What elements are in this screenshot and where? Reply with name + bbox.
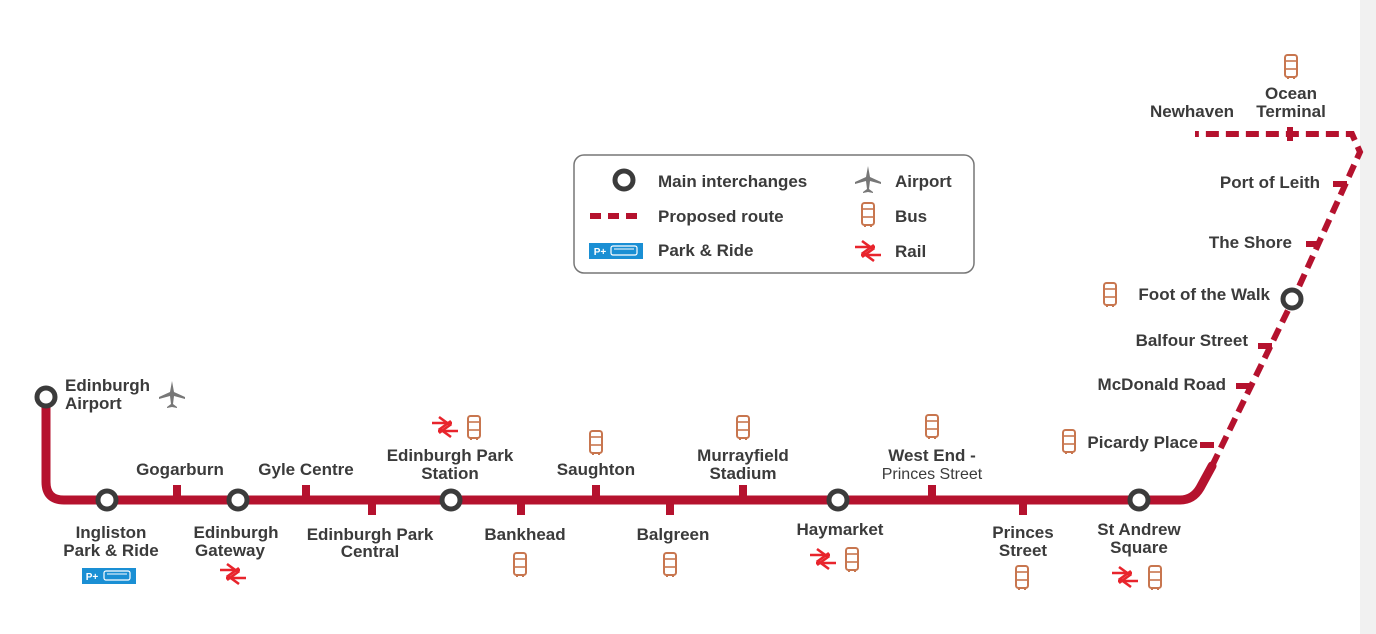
interchange-foot-of-the-walk [1283, 290, 1301, 308]
bus-icon [467, 415, 481, 441]
stop-label-edinburgh-airport-1: Edinburgh [65, 376, 150, 395]
stop-label-edinburgh-airport-2: Airport [65, 394, 122, 413]
svg-text:P+: P+ [594, 247, 607, 258]
stop-label-ingliston-1: Ingliston [76, 523, 147, 542]
stop-label-gogarburn: Gogarburn [136, 460, 224, 479]
stop-label-edinburgh-park-central-2: Central [341, 542, 400, 561]
bus-icon [1103, 282, 1117, 308]
bus-icon [663, 552, 677, 578]
stop-label-murrayfield-2: Stadium [709, 464, 776, 483]
rail-icon [218, 562, 248, 586]
stop-label-the-shore: The Shore [1209, 233, 1292, 252]
interchange-st-andrew-square [1130, 491, 1148, 509]
stop-label-newhaven: Newhaven [1150, 102, 1234, 121]
stop-label-saughton: Saughton [557, 460, 635, 479]
legend-park-and-ride-icon: P+ [588, 242, 644, 260]
legend-proposed-route: Proposed route [658, 207, 784, 226]
stop-label-gyle-centre: Gyle Centre [258, 460, 353, 479]
stop-label-foot-of-the-walk: Foot of the Walk [1138, 285, 1270, 304]
stop-label-picardy-place: Picardy Place [1087, 433, 1198, 452]
bus-icon [589, 430, 603, 456]
stop-label-mcdonald-road: McDonald Road [1098, 375, 1226, 394]
park-and-ride-icon: P+ [81, 567, 137, 585]
bus-icon [513, 552, 527, 578]
interchange-edinburgh-gateway [229, 491, 247, 509]
interchange-haymarket [829, 491, 847, 509]
stop-label-ingliston-2: Park & Ride [63, 541, 158, 560]
stop-label-port-of-leith: Port of Leith [1220, 173, 1320, 192]
bus-icon [925, 414, 939, 440]
stop-label-princes-street-1: Princes [992, 523, 1053, 542]
bus-icon [845, 547, 859, 573]
stop-label-west-end-1: West End - [888, 446, 976, 465]
stop-label-edinburgh-park-station-1: Edinburgh Park [387, 446, 514, 465]
legend-airport: Airport [895, 172, 952, 191]
interchange-edinburgh-airport [37, 388, 55, 406]
stop-label-murrayfield-1: Murrayfield [697, 446, 789, 465]
bus-icon [736, 415, 750, 441]
stop-label-edinburgh-gateway-2: Gateway [195, 541, 265, 560]
stop-label-edinburgh-gateway-1: Edinburgh [194, 523, 279, 542]
interchange-edinburgh-park-station [442, 491, 460, 509]
tram-line [41, 392, 1217, 505]
stop-label-balfour-street: Balfour Street [1136, 331, 1249, 350]
stop-label-st-andrew-square-1: St Andrew [1097, 520, 1181, 539]
stop-label-balgreen: Balgreen [637, 525, 710, 544]
stop-label-princes-street-2: Street [999, 541, 1048, 560]
interchange-ingliston [98, 491, 116, 509]
stop-ticks [173, 127, 1347, 515]
bus-icon [1015, 565, 1029, 591]
airport-icon [159, 381, 185, 408]
stop-label-edinburgh-park-station-2: Station [421, 464, 479, 483]
stop-label-edinburgh-park-central-1: Edinburgh Park [307, 525, 434, 544]
legend-interchange-icon [615, 171, 633, 189]
legend-bus: Bus [895, 207, 927, 226]
bus-icon [1148, 565, 1162, 591]
legend: Main interchanges Proposed route P+ Park… [573, 154, 975, 274]
rail-icon [808, 547, 838, 571]
stop-label-bankhead: Bankhead [484, 525, 565, 544]
stop-label-ocean-terminal-2: Terminal [1256, 102, 1326, 121]
stop-label-haymarket: Haymarket [797, 520, 884, 539]
bus-icon [1062, 429, 1076, 455]
stop-label-ocean-terminal-1: Ocean [1265, 84, 1317, 103]
proposed-route-line [1195, 131, 1364, 468]
bus-icon [1284, 54, 1298, 80]
rail-icon [430, 415, 460, 439]
rail-icon [1110, 565, 1140, 589]
legend-rail: Rail [895, 242, 926, 261]
svg-text:P+: P+ [86, 572, 99, 583]
stop-label-west-end-2: Princes Street [882, 466, 983, 483]
legend-park-and-ride: Park & Ride [658, 241, 753, 260]
legend-main-interchanges: Main interchanges [658, 172, 807, 191]
stop-label-st-andrew-square-2: Square [1110, 538, 1168, 557]
right-edge-strip [1360, 0, 1376, 634]
